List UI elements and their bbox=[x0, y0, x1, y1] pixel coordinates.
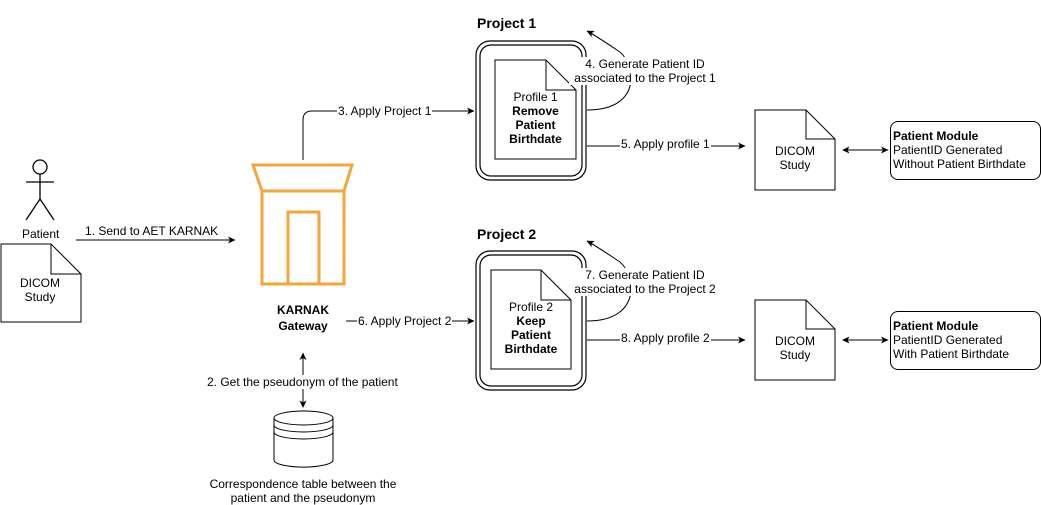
karnak-gateway-icon bbox=[250, 163, 355, 286]
project-2-title: Project 2 bbox=[477, 226, 537, 242]
source-dicom-line2: Study bbox=[24, 290, 56, 304]
patient-module-1: Patient Module PatientID Generated Witho… bbox=[890, 121, 1041, 180]
generate-id-2-label-line1: 7. Generate Patient ID bbox=[569, 268, 721, 282]
profile-2-action-line2: Patient bbox=[510, 328, 551, 342]
profile-1-action-line3: Birthdate bbox=[509, 132, 562, 146]
output-1-dicom-line2: Study bbox=[779, 158, 811, 172]
apply-profile-2-label: 8. Apply profile 2 bbox=[620, 331, 711, 345]
output-1-dicom-document-icon bbox=[754, 109, 836, 191]
profile-1-name: Profile 1 bbox=[513, 90, 558, 104]
source-dicom-line1: DICOM bbox=[20, 276, 60, 290]
pseudonym-edge-label: 2. Get the pseudonym of the patient bbox=[206, 375, 399, 389]
apply-project-1-label: 3. Apply Project 1 bbox=[337, 104, 433, 118]
send-edge-label: 1. Send to AET KARNAK bbox=[85, 224, 219, 238]
generate-id-1-label-line2: associated to the Project 1 bbox=[569, 71, 721, 85]
patient-module-2-line2: With Patient Birthdate bbox=[893, 347, 1010, 361]
patient-module-2-line1: PatientID Generated bbox=[893, 333, 1003, 347]
profile-1-action-line1: Remove bbox=[512, 104, 559, 118]
output-1-dicom-line1: DICOM bbox=[775, 144, 815, 158]
patient-module-1-title: Patient Module bbox=[893, 129, 979, 143]
patient-module-1-line1: PatientID Generated bbox=[893, 143, 1003, 157]
patient-module-2: Patient Module PatientID Generated With … bbox=[890, 311, 1041, 370]
gateway-name-line2: Gateway bbox=[278, 319, 328, 333]
profile-2-name: Profile 2 bbox=[508, 300, 554, 314]
profile-1-action-line2: Patient bbox=[515, 118, 556, 132]
generate-id-1-label-line1: 4. Generate Patient ID bbox=[569, 57, 721, 71]
output-2-dicom-line1: DICOM bbox=[775, 334, 815, 348]
generate-id-2-edge bbox=[586, 240, 632, 322]
output-2-dicom-line2: Study bbox=[779, 348, 811, 362]
patient-module-1-line2: Without Patient Birthdate bbox=[893, 157, 1026, 171]
apply-project-2-label: 6. Apply Project 2 bbox=[357, 314, 453, 328]
correspondence-database-icon bbox=[273, 410, 334, 468]
patient-actor-icon bbox=[25, 159, 55, 221]
apply-project-1-edge bbox=[302, 107, 475, 160]
database-label-line1: Correspondence table between the bbox=[209, 477, 397, 491]
patient-module-2-title: Patient Module bbox=[893, 319, 979, 333]
apply-profile-1-label: 5. Apply profile 1 bbox=[620, 137, 711, 151]
profile-2-action-line3: Birthdate bbox=[504, 342, 558, 356]
gateway-name-line1: KARNAK bbox=[277, 303, 329, 317]
patient-label: Patient bbox=[22, 227, 60, 241]
project-1-title: Project 1 bbox=[477, 15, 537, 31]
profile-2-document-icon bbox=[490, 269, 572, 370]
generate-id-1-edge bbox=[586, 30, 632, 111]
output-2-dicom-document-icon bbox=[754, 299, 836, 381]
generate-id-2-label-line2: associated to the Project 2 bbox=[569, 282, 721, 296]
profile-2-action-line1: Keep bbox=[516, 314, 546, 328]
profile-1-document-icon bbox=[494, 59, 577, 160]
database-label-line2: patient and the pseudonym bbox=[230, 491, 376, 505]
source-dicom-document-icon bbox=[0, 243, 82, 323]
